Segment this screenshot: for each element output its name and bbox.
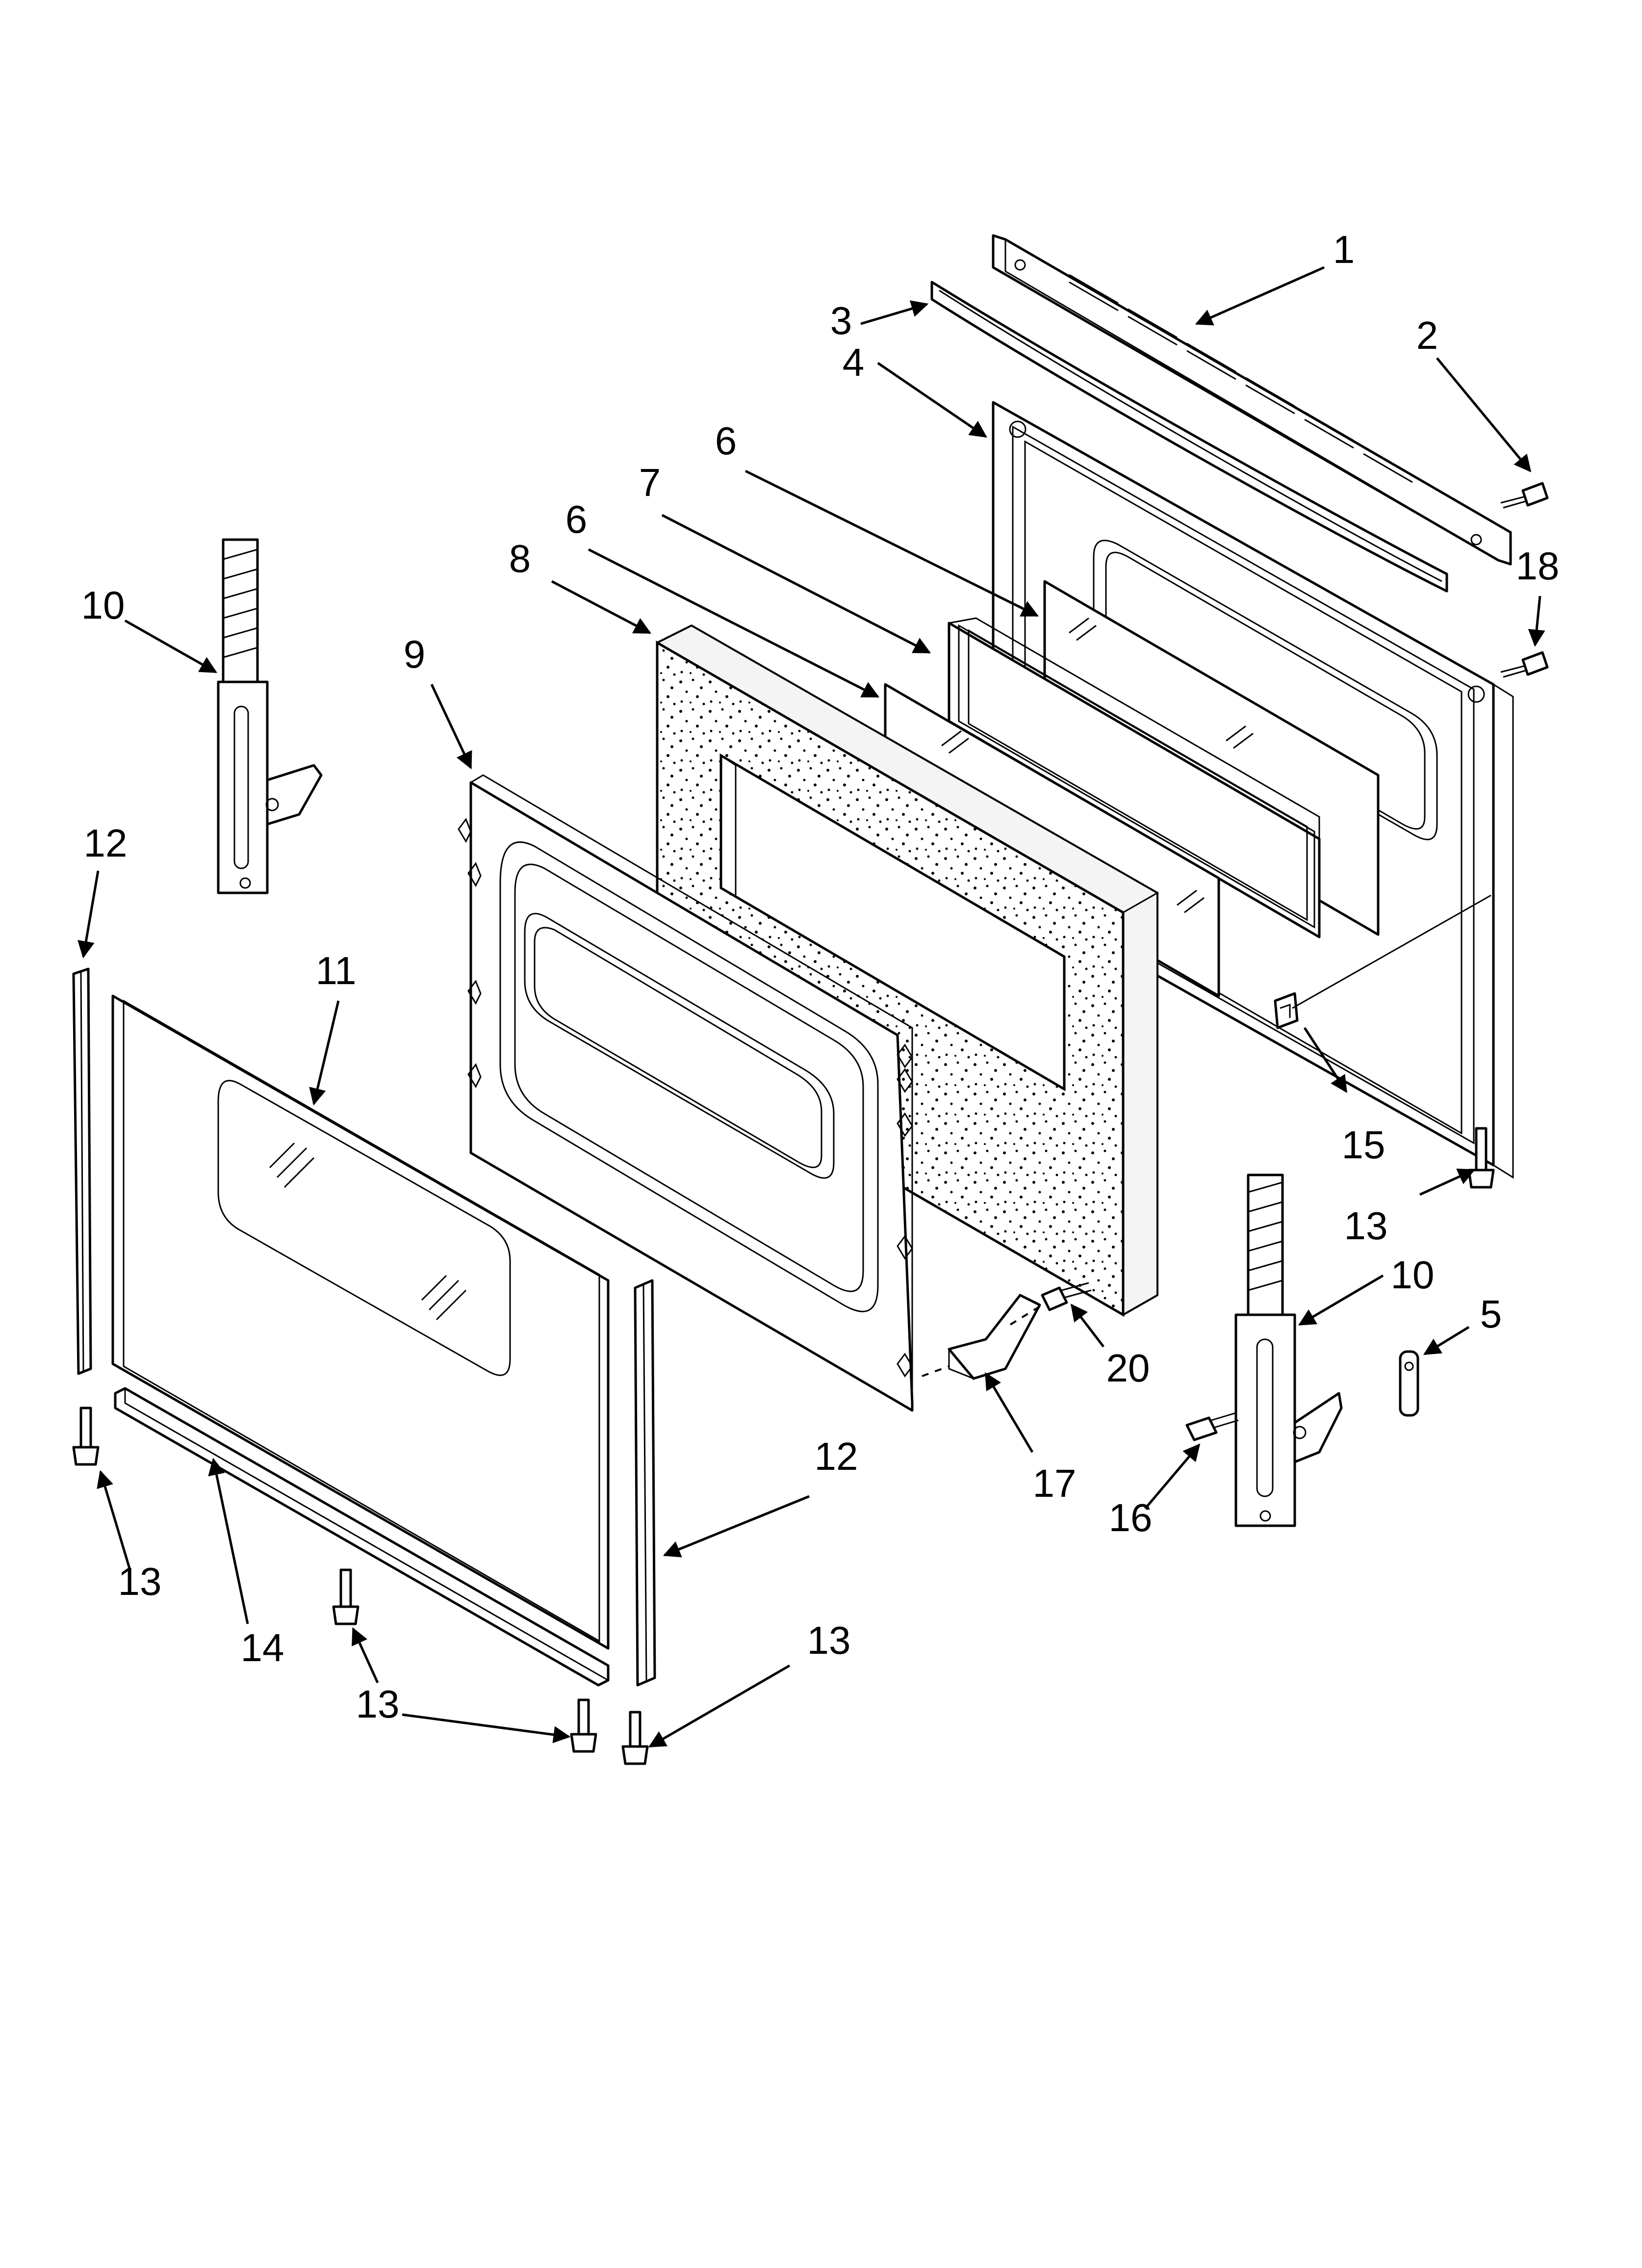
callout-1: 1: [1333, 228, 1355, 271]
callout-13b: 13: [118, 1560, 162, 1603]
door-handle: [930, 281, 1448, 593]
door-insulation: [656, 625, 1159, 1317]
callout-20: 20: [1106, 1346, 1150, 1390]
screw-part-2: [1500, 482, 1549, 509]
callout-10a: 10: [81, 583, 125, 627]
callout-8: 8: [509, 537, 531, 580]
callout-labels: 1 2 3 4 5 6 6 7 8 9 10 10 11 12 12 13 13…: [81, 228, 1560, 1726]
callout-13c: 13: [356, 1682, 400, 1726]
screw-part-13-bottom-right-a: [570, 1698, 597, 1753]
door-bracket: [922, 1294, 1043, 1380]
callout-10b: 10: [1391, 1253, 1435, 1297]
callout-15: 15: [1342, 1123, 1385, 1167]
screw-part-18: [1500, 651, 1549, 678]
side-trim-left: [72, 967, 92, 1375]
screw-part-13-bottom-right-b: [621, 1711, 649, 1765]
hinge-lower-right: [1234, 1173, 1343, 1527]
callout-11: 11: [315, 949, 356, 992]
callout-3: 3: [830, 299, 852, 342]
outer-glass-panel: [111, 994, 610, 1650]
callout-13a: 13: [1344, 1204, 1388, 1248]
callout-18: 18: [1516, 544, 1560, 588]
callout-16: 16: [1109, 1496, 1153, 1539]
callout-7: 7: [639, 461, 661, 504]
screw-part-20: [1041, 1282, 1092, 1311]
callout-17: 17: [1033, 1461, 1077, 1505]
callout-12a: 12: [84, 821, 128, 865]
leader-lines: [77, 266, 1545, 1748]
callout-5: 5: [1480, 1292, 1502, 1336]
callout-12b: 12: [815, 1434, 858, 1478]
callout-14: 14: [241, 1626, 284, 1669]
door-clip: [1274, 894, 1491, 1029]
screw-part-16: [1185, 1412, 1239, 1441]
hinge-upper-left: [217, 538, 323, 894]
top-vent-trim: [992, 234, 1512, 566]
glass-pack-frame: [948, 617, 1321, 938]
callout-13d: 13: [807, 1618, 851, 1662]
screw-part-13-left: [72, 1407, 100, 1466]
inner-door-liner: [458, 774, 914, 1412]
callout-6b: 6: [565, 497, 588, 541]
bottom-trim: [114, 1387, 610, 1687]
hinge-tab: [1399, 1350, 1419, 1417]
screw-part-13-bottom-middle: [332, 1568, 359, 1625]
callout-4: 4: [843, 340, 865, 384]
side-trim-right: [634, 1279, 656, 1687]
callout-9: 9: [404, 632, 426, 676]
callout-2: 2: [1416, 313, 1438, 357]
callout-6a: 6: [715, 419, 737, 463]
